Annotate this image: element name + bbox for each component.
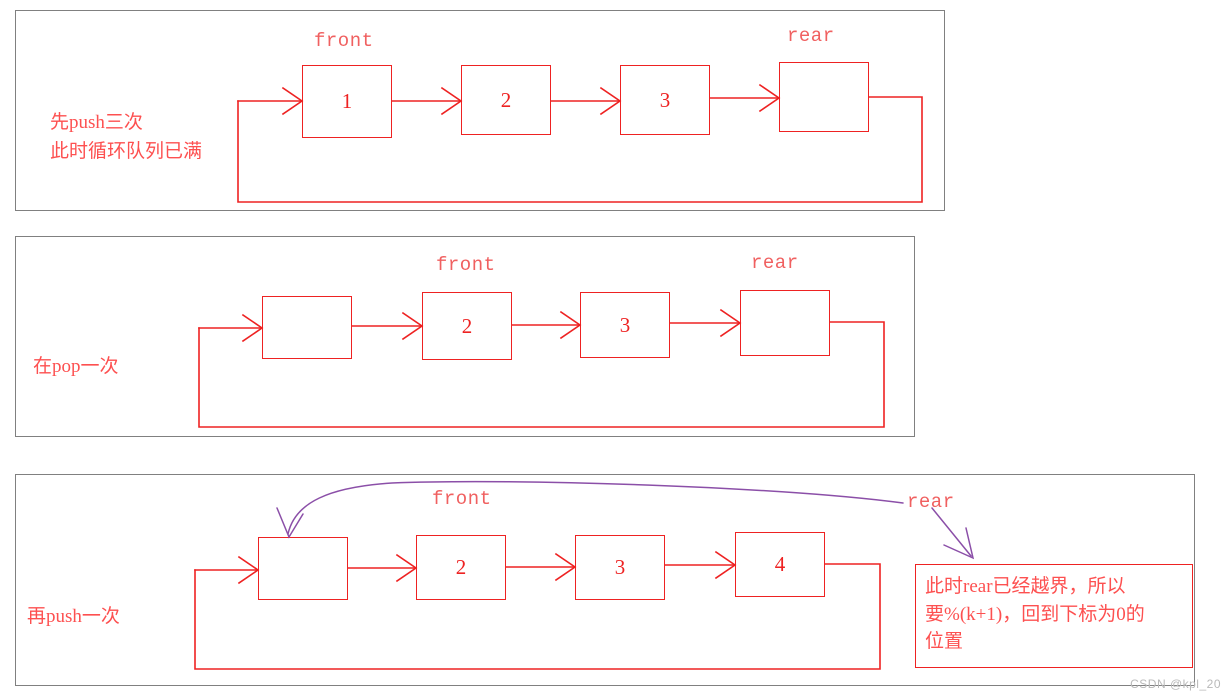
- panel3-cell-3: 4: [735, 532, 825, 597]
- csdn-watermark: CSDN @kpl_20: [1130, 677, 1221, 691]
- panel1-rear-label: rear: [787, 25, 835, 47]
- panel2-caption: 在pop一次: [33, 352, 119, 381]
- panel1-caption-line-1: 先push三次: [50, 112, 143, 133]
- panel2-caption-line-1: 在pop一次: [33, 356, 119, 377]
- panel1-front-label: front: [314, 30, 374, 52]
- panel3-cell-2: 3: [575, 535, 665, 600]
- panel3-note-box: 此时rear已经越界，所以 要%(k+1)，回到下标为0的 位置: [915, 564, 1193, 668]
- panel1-cell-0: 1: [302, 65, 392, 138]
- panel3-front-label: front: [432, 488, 492, 510]
- panel3-note-line-1: 此时rear已经越界，所以: [925, 576, 1126, 597]
- panel3-cell-1: 2: [416, 535, 506, 600]
- panel2-cell-1: 2: [422, 292, 512, 360]
- panel3-note-line-3: 位置: [925, 631, 964, 653]
- panel3-caption: 再push一次: [27, 602, 120, 631]
- panel3-caption-line-1: 再push一次: [27, 606, 120, 627]
- panel3-rear-label: rear: [907, 491, 955, 513]
- panel2-rear-label: rear: [751, 252, 799, 274]
- panel1-cell-2: 3: [620, 65, 710, 135]
- panel2-cell-3: [740, 290, 830, 356]
- panel1-cell-1: 2: [461, 65, 551, 135]
- panel2-cell-2: 3: [580, 292, 670, 358]
- panel1-caption-line-2: 此时循环队列已满: [50, 141, 203, 163]
- panel1-cell-3: [779, 62, 869, 132]
- panel1-caption: 先push三次 此时循环队列已满: [50, 108, 202, 167]
- panel3-cell-0: [258, 537, 348, 600]
- panel2-cell-0: [262, 296, 352, 359]
- panel2-front-label: front: [436, 254, 496, 276]
- panel3-note-line-2: 要%(k+1)，回到下标为0的: [925, 603, 1145, 625]
